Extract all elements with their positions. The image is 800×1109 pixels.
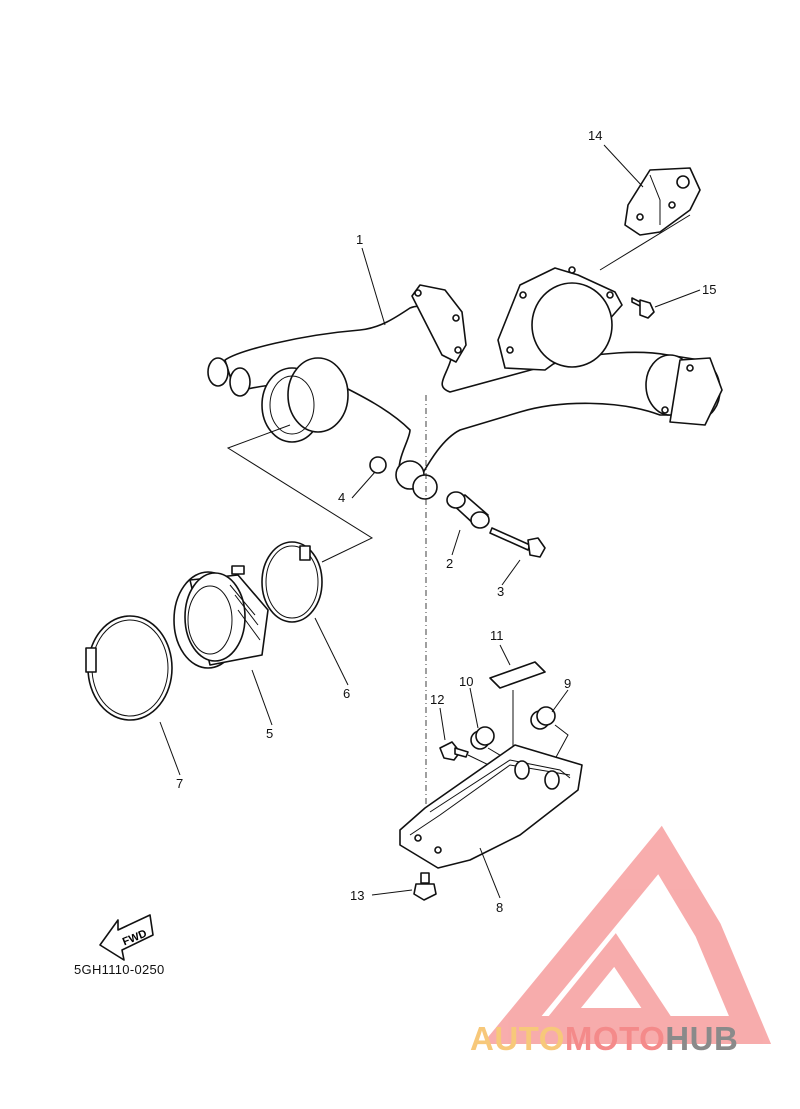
callout-3: 3 xyxy=(497,584,504,599)
clamp-part-6[interactable] xyxy=(261,541,323,623)
watermark-brand: AUTOMOTOHUB xyxy=(470,1020,738,1058)
damper-part-9[interactable] xyxy=(530,706,556,730)
guide-boot xyxy=(226,424,374,563)
guard-part-8[interactable] xyxy=(399,744,583,869)
swingarm-part-1[interactable] xyxy=(207,266,723,500)
collar-part-2[interactable] xyxy=(446,491,490,529)
callout-9: 9 xyxy=(564,676,571,691)
leader-3 xyxy=(501,559,521,586)
bolt-part-13[interactable] xyxy=(413,872,437,901)
leader-5 xyxy=(251,669,273,726)
callout-5: 5 xyxy=(266,726,273,741)
leader-8 xyxy=(479,847,501,899)
bolt-part-15[interactable] xyxy=(631,297,655,319)
callout-7: 7 xyxy=(176,776,183,791)
boot-part-5[interactable] xyxy=(173,565,269,669)
leader-2 xyxy=(451,529,461,556)
bracket-part-14[interactable] xyxy=(624,167,701,236)
clamp-part-7[interactable] xyxy=(85,615,173,721)
leader-14 xyxy=(603,144,644,188)
callout-15: 15 xyxy=(702,282,716,297)
callout-13: 13 xyxy=(350,888,364,903)
callout-6: 6 xyxy=(343,686,350,701)
callout-10: 10 xyxy=(459,674,473,689)
callout-14: 14 xyxy=(588,128,602,143)
leader-11 xyxy=(499,644,511,666)
guide-14 xyxy=(599,214,691,271)
pad-part-11[interactable] xyxy=(489,661,546,689)
bolt-part-3[interactable] xyxy=(489,527,546,558)
leader-15 xyxy=(654,289,701,308)
nut-part-4[interactable] xyxy=(369,456,387,474)
callout-8: 8 xyxy=(496,900,503,915)
brand-part-moto: MOTO xyxy=(564,1020,666,1057)
brand-part-hub: HUB xyxy=(665,1020,739,1057)
leader-6 xyxy=(314,617,349,686)
watermark-logo-icon xyxy=(482,825,772,1044)
leader-13 xyxy=(371,889,413,896)
callout-1: 1 xyxy=(356,232,363,247)
callout-2: 2 xyxy=(446,556,453,571)
leader-7 xyxy=(159,721,181,776)
diagram-code: 5GH1110-0250 xyxy=(74,962,165,977)
leader-12 xyxy=(439,707,446,741)
callout-11: 11 xyxy=(490,628,504,643)
callout-4: 4 xyxy=(338,490,345,505)
brand-part-auto: AUTO xyxy=(470,1020,565,1057)
leader-10 xyxy=(469,687,479,729)
fwd-arrow-icon: FWD xyxy=(99,914,154,961)
leader-1 xyxy=(361,247,386,326)
leader-4 xyxy=(351,471,376,499)
damper-part-10[interactable] xyxy=(470,726,495,750)
leader-9 xyxy=(551,689,569,713)
callout-12: 12 xyxy=(430,692,444,707)
bolt-part-12[interactable] xyxy=(439,741,469,761)
